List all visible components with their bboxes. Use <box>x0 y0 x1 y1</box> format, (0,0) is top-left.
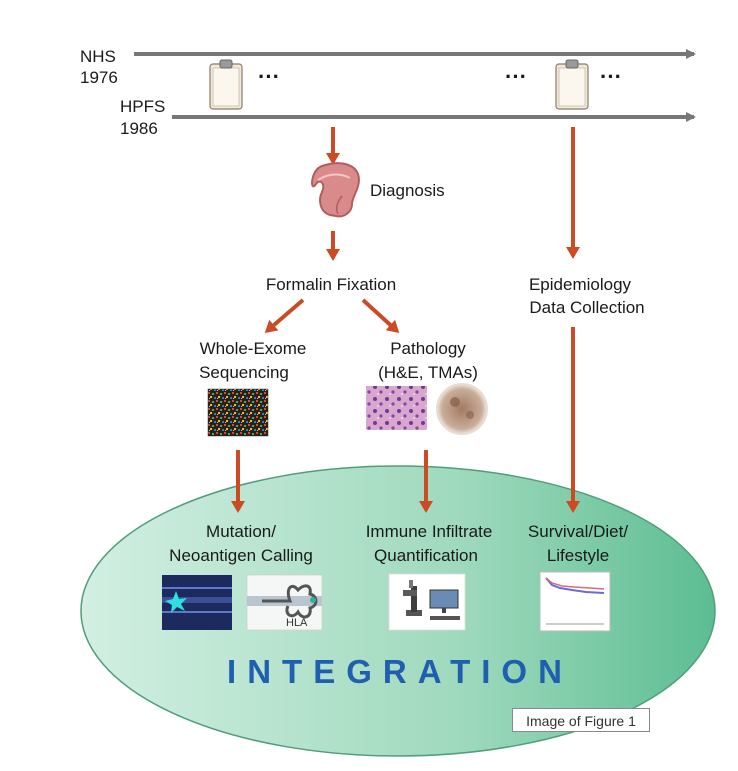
survival-label-line1: Survival/Diet/ <box>528 522 628 541</box>
figure-caption-badge: Image of Figure 1 <box>512 708 650 732</box>
integration-label: INTEGRATION <box>227 653 573 690</box>
tma-core-image <box>436 383 488 435</box>
survival-plot-image <box>539 571 611 632</box>
pathology-label-line2: (H&E, TMAs) <box>378 363 478 382</box>
survival-label-line2: Lifestyle <box>547 546 609 565</box>
mutation-image <box>162 575 232 630</box>
arrow-to-pathology <box>361 298 400 334</box>
hpfs-year: 1986 <box>120 119 158 138</box>
ellipsis-1: ··· <box>258 64 280 89</box>
epidemiology-label-line1: Epidemiology <box>529 275 632 294</box>
wes-label-line2: Sequencing <box>199 363 289 382</box>
tma-spot <box>466 411 474 419</box>
epidemiology-label-line2: Data Collection <box>529 298 644 317</box>
mutation-label-line1: Mutation/ <box>206 522 276 541</box>
mutation-label-line2: Neoantigen Calling <box>169 546 313 565</box>
microscope-workstation-image <box>388 573 466 631</box>
arrow-to-wes <box>264 298 305 333</box>
he-stain-image <box>366 386 427 430</box>
wes-label-line1: Whole-Exome <box>200 339 307 358</box>
diagnosis-label: Diagnosis <box>370 181 445 200</box>
sequencing-image <box>207 388 269 437</box>
hla-molecule-image: HLA <box>246 574 323 631</box>
clipboard-icon <box>555 59 589 110</box>
ellipsis-2: ··· <box>505 64 527 89</box>
immune-label-line2: Quantification <box>374 546 478 565</box>
hla-label: HLA <box>286 617 308 629</box>
clipboard-icon <box>209 59 243 110</box>
tma-spot <box>450 397 460 407</box>
ellipsis-3: ··· <box>600 64 622 89</box>
hpfs-label: HPFS <box>120 97 165 116</box>
mutation-star-icon <box>165 591 187 613</box>
nhs-year: 1976 <box>80 68 118 87</box>
colon-icon <box>311 162 360 218</box>
peptide-icon <box>310 597 316 603</box>
nhs-label: NHS <box>80 47 116 66</box>
immune-label-line1: Immune Infiltrate <box>366 522 493 541</box>
pathology-label-line1: Pathology <box>390 339 466 358</box>
formalin-label: Formalin Fixation <box>266 275 396 294</box>
